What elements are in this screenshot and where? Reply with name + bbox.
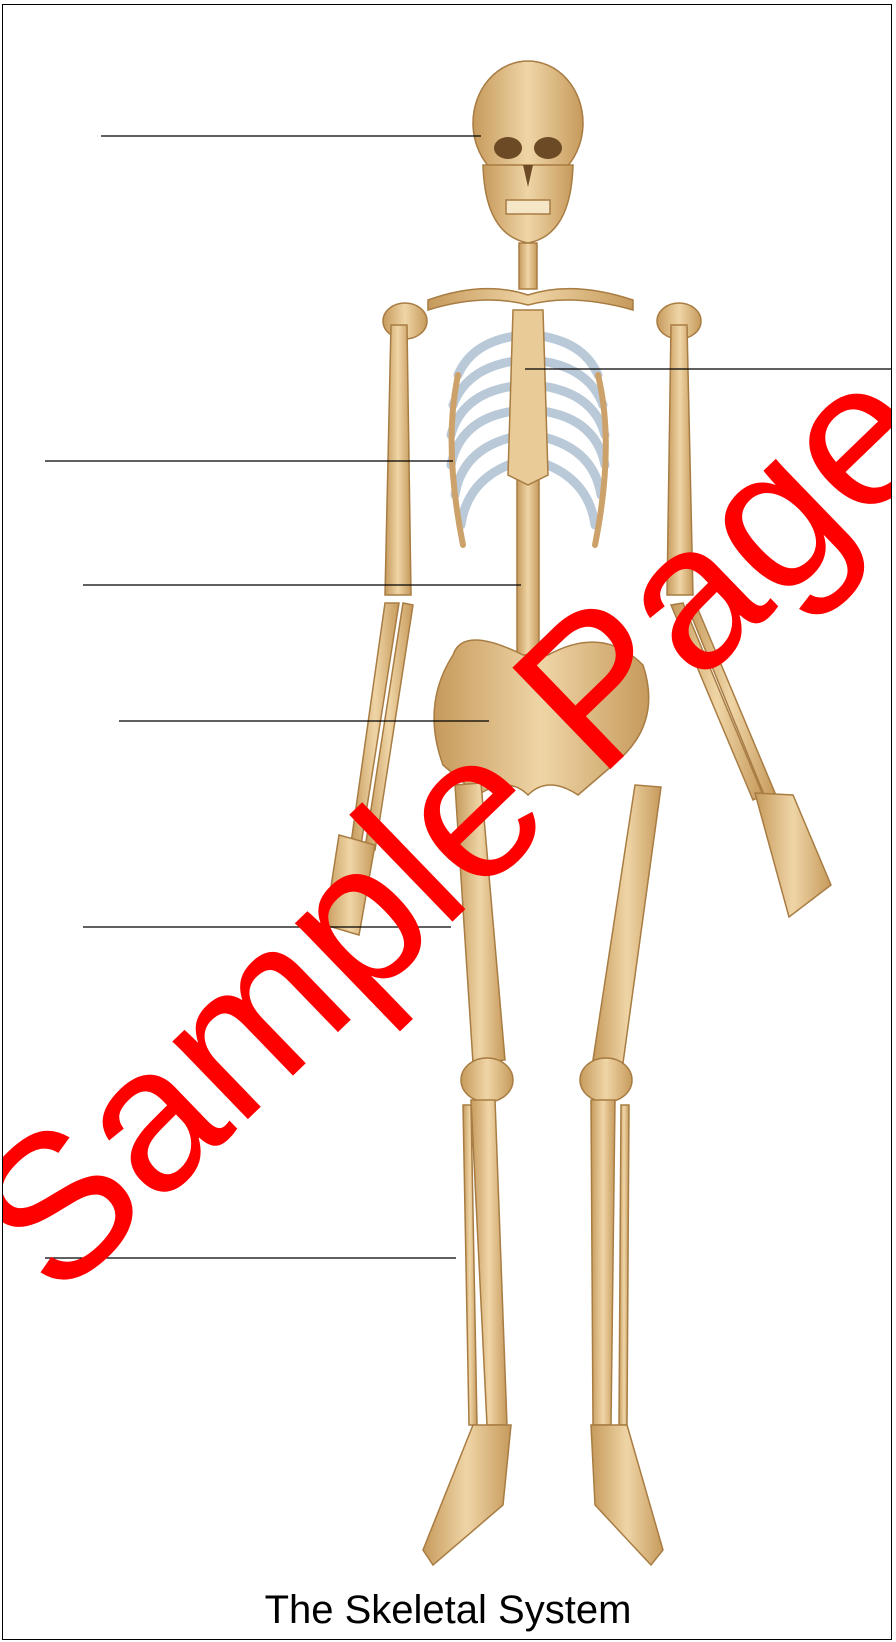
hand-right (325, 835, 375, 935)
skull (473, 61, 583, 243)
pelvis (434, 640, 649, 795)
worksheet-frame: Sample Page The Skeletal System (2, 4, 892, 1640)
humerus-left (667, 325, 693, 595)
humerus-right (385, 325, 411, 595)
tibia-left (591, 1100, 615, 1425)
cervical-spine (519, 243, 537, 289)
foot-left (591, 1425, 663, 1565)
clavicles (428, 289, 633, 310)
femur-right (455, 783, 505, 1063)
page-title: The Skeletal System (3, 1588, 892, 1633)
sternum (508, 310, 548, 485)
hand-left (755, 793, 831, 917)
skeleton-illustration (3, 5, 891, 1639)
femur-left (593, 785, 661, 1063)
foot-right (423, 1425, 511, 1565)
